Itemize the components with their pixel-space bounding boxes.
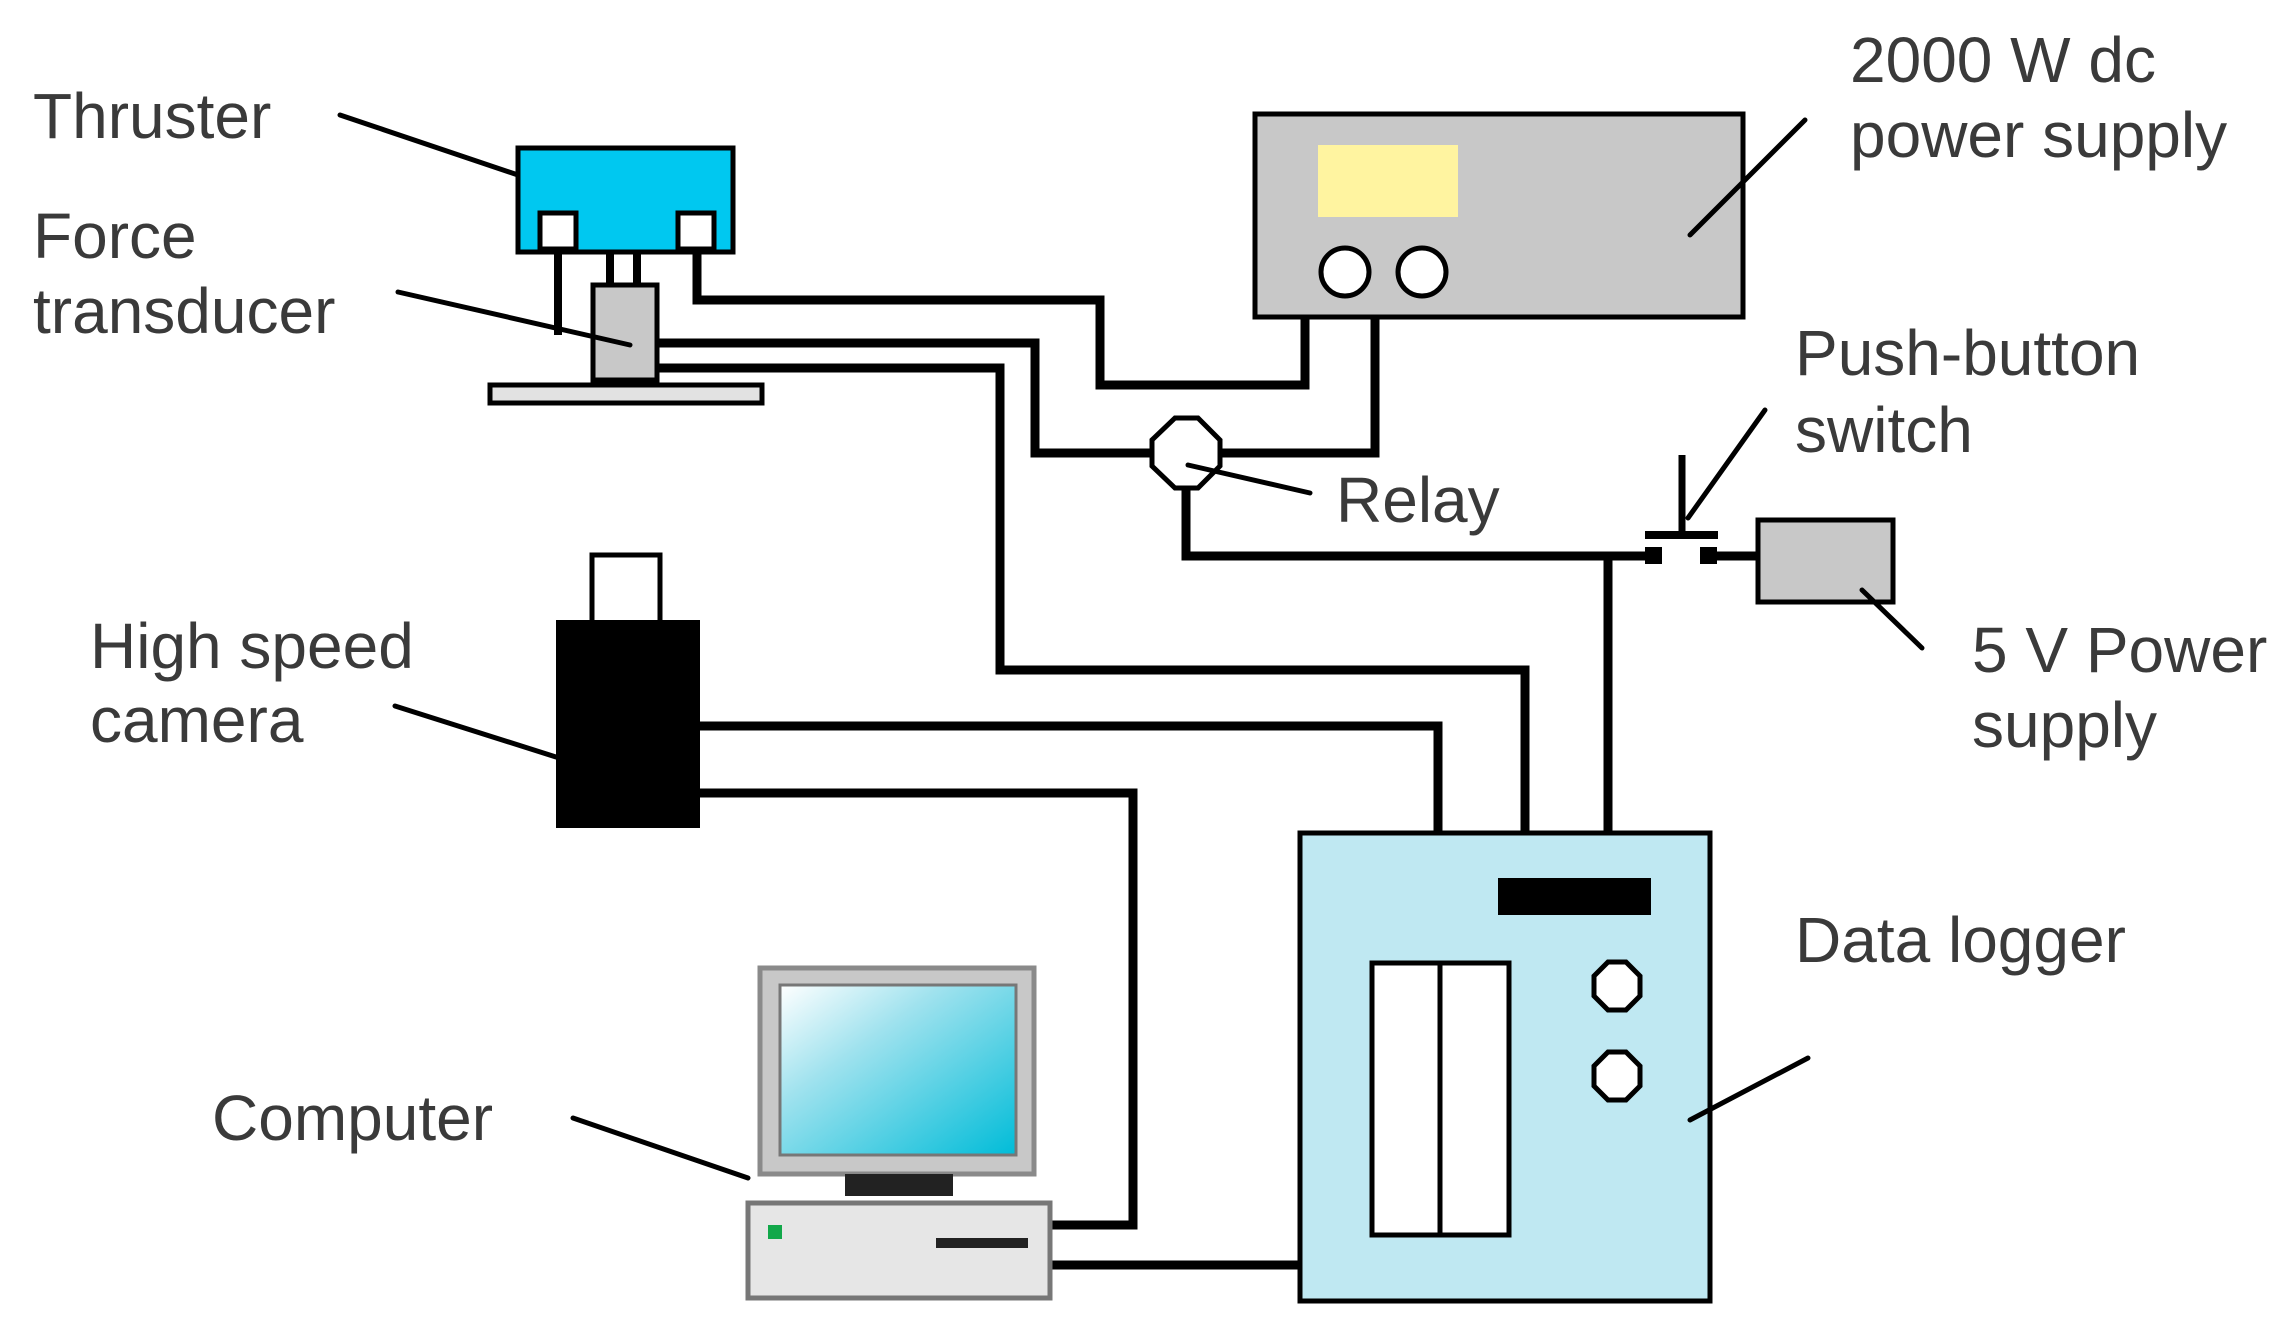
push-button-terminal-right: [1700, 547, 1717, 564]
relay-symbol: [1149, 415, 1223, 491]
push-button-terminal-left: [1645, 547, 1662, 564]
camera-lens: [589, 552, 663, 626]
force-transducer-body: [590, 282, 660, 383]
label-thruster: Thruster: [33, 80, 271, 152]
leader-lines: [337, 112, 1925, 1181]
data-logger-knob-top: [1591, 959, 1643, 1013]
label-dc-power-supply-line1: 2000 W dc: [1850, 24, 2156, 96]
computer-drive-slot: [936, 1238, 1028, 1248]
computer: [745, 965, 1053, 1301]
leader-force-transducer: [395, 289, 633, 348]
computer-monitor-screen: [778, 983, 1018, 1157]
leader-data-logger: [1687, 1055, 1811, 1123]
computer-monitor-stand: [845, 1174, 953, 1196]
label-computer: Computer: [212, 1082, 493, 1154]
data-logger: [1297, 830, 1713, 1304]
dc-power-supply-knob-right: [1395, 245, 1449, 299]
leader-high-speed-camera: [392, 703, 559, 760]
label-relay: Relay: [1336, 464, 1500, 536]
label-data-logger: Data logger: [1795, 904, 2126, 976]
wires: [657, 247, 1763, 1270]
leader-dc-power-supply: [1687, 117, 1808, 238]
wire-transducer-to-relay: [657, 338, 1155, 458]
label-high-speed-camera-line2: camera: [90, 684, 304, 756]
computer-power-led: [768, 1225, 782, 1239]
computer-tower: [745, 1200, 1053, 1301]
dc-power-supply-knob-left: [1318, 245, 1372, 299]
label-5v-power-supply-line1: 5 V Power: [1972, 614, 2267, 686]
label-force-transducer-line1: Force: [33, 200, 197, 272]
label-5v-power-supply-line2: supply: [1972, 689, 2157, 761]
high-speed-camera: [556, 552, 700, 828]
label-dc-power-supply-line2: power supply: [1850, 99, 2227, 171]
leader-5v-power-supply: [1859, 587, 1925, 651]
wire-relay-to-power-supply: [1217, 315, 1380, 458]
label-force-transducer-line2: transducer: [33, 275, 335, 347]
labels: Thruster Force transducer 2000 W dc powe…: [33, 24, 2267, 1154]
label-push-button-switch-line2: switch: [1795, 394, 1973, 466]
leader-relay: [1185, 462, 1313, 496]
dc-power-supply-display: [1318, 145, 1458, 217]
thruster-pin-left: [537, 210, 579, 252]
five-v-power-supply-body: [1755, 517, 1896, 605]
wire-camera-to-data-logger: [693, 721, 1443, 838]
wire-camera-to-computer: [693, 788, 1138, 1230]
wire-relay-to-switch: [1181, 485, 1655, 561]
leader-computer: [570, 1115, 751, 1181]
leader-push-button-switch: [1685, 407, 1768, 521]
data-logger-display: [1498, 878, 1651, 915]
thruster-pin-right: [675, 210, 717, 252]
wire-transducer-to-data-logger: [657, 363, 1530, 838]
thruster-assembly: [487, 145, 765, 406]
dc-power-supply: [1252, 111, 1746, 320]
label-high-speed-camera-line1: High speed: [90, 610, 414, 682]
transducer-base-plate: [487, 382, 765, 406]
push-button-switch: [1645, 455, 1718, 564]
leader-thruster: [337, 112, 521, 178]
wire-thruster-to-power-supply: [692, 247, 1310, 390]
data-logger-knob-bottom: [1591, 1049, 1643, 1103]
camera-body: [556, 620, 700, 828]
label-push-button-switch-line1: Push-button: [1795, 317, 2140, 389]
